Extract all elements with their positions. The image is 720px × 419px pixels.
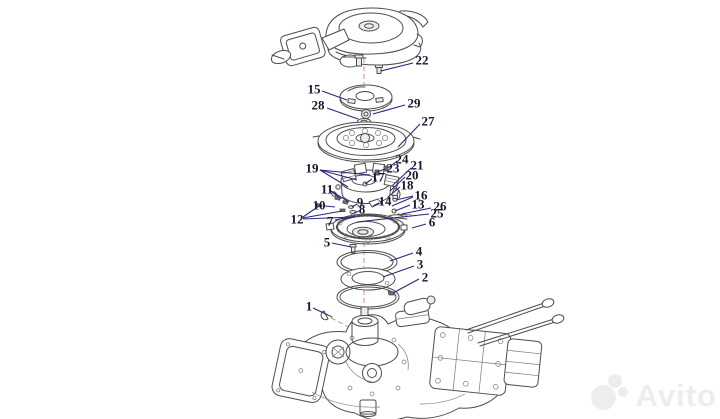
leader-line-12: [302, 216, 354, 220]
leader-line-16: [391, 196, 414, 207]
callout-label-26: 26: [434, 199, 448, 214]
callout-label-4: 4: [416, 244, 423, 259]
callout-label-25: 25: [431, 206, 445, 221]
callout-label-1: 1: [306, 299, 313, 314]
leader-line-19: [319, 169, 358, 181]
callout-label-3: 3: [417, 257, 424, 272]
callout-label-6: 6: [429, 215, 436, 230]
callout-label-12: 12: [291, 212, 304, 227]
callout-label-23: 23: [387, 161, 401, 176]
bolt-5-part: [349, 244, 357, 254]
leader-line-28: [326, 107, 359, 120]
callout-label-5: 5: [324, 235, 331, 250]
leader-line-26: [401, 207, 432, 215]
leader-line-7: [334, 215, 356, 221]
leader-line-3: [382, 265, 415, 278]
leader-line-23: [376, 168, 386, 173]
leader-line-17: [364, 178, 373, 185]
callout-label-17: 17: [372, 170, 386, 185]
leader-line-25: [356, 213, 430, 223]
leader-line-10: [324, 205, 336, 208]
leader-line-14: [372, 202, 380, 207]
starter-pulley-15: [339, 84, 393, 112]
callout-label-20: 20: [406, 168, 419, 183]
callout-label-11: 11: [321, 182, 333, 197]
nut-29-part: [361, 109, 371, 119]
leader-line-12: [302, 210, 343, 219]
callout-label-19: 19: [306, 161, 320, 176]
callout-label-14: 14: [379, 194, 393, 209]
recoil-starter-assembly: [270, 7, 429, 74]
leader-line-29: [372, 104, 406, 115]
leader-line-9: [351, 203, 358, 208]
leader-line-6: [411, 223, 427, 229]
magneto-base-plate-6: [325, 213, 408, 245]
callout-label-9: 9: [357, 195, 364, 210]
throttle-rods: [465, 298, 565, 347]
leader-line-16: [395, 195, 414, 201]
screw-22-part: [375, 64, 383, 74]
callout-label-24: 24: [396, 152, 410, 167]
powerhead-engine-block: [271, 295, 565, 419]
leader-line-13: [394, 204, 411, 212]
leader-line-20: [389, 176, 406, 192]
leader-line-4: [389, 252, 414, 262]
callout-label-29: 29: [408, 96, 422, 111]
callout-label-16: 16: [415, 188, 429, 203]
callout-label-18: 18: [401, 178, 415, 193]
callout-label-28: 28: [312, 98, 326, 113]
bolt-under-starter: [354, 54, 364, 67]
leader-line-1: [312, 307, 329, 316]
callout-label-27: 27: [422, 114, 436, 129]
callout-label-10: 10: [313, 198, 326, 213]
flywheel-27: [312, 121, 421, 163]
leader-line-27: [397, 123, 421, 148]
leader-line-19: [319, 169, 349, 188]
leader-line-22: [380, 62, 414, 72]
leader-line-24: [387, 160, 398, 169]
callout-label-13: 13: [412, 197, 426, 212]
avito-watermark: Avito: [590, 372, 717, 413]
leader-line-11: [330, 190, 350, 203]
leader-line-19: [319, 169, 371, 176]
leader-line-5: [331, 242, 352, 248]
callout-label-15: 15: [308, 82, 322, 97]
watermark-text: Avito: [635, 377, 717, 413]
callout-label-8: 8: [359, 202, 366, 217]
leader-line-2: [392, 278, 420, 294]
avito-logo-icon: [590, 372, 631, 410]
callout-label-2: 2: [422, 270, 429, 285]
leader-line-18: [387, 186, 401, 198]
leader-line-8: [353, 210, 360, 214]
leader-line-15: [321, 90, 348, 101]
callout-label-7: 7: [327, 214, 334, 229]
coil-bracket-assembly: [316, 162, 416, 225]
leader-line-21: [391, 167, 412, 187]
leader-line-12: [302, 205, 320, 218]
callout-label-21: 21: [411, 158, 424, 173]
callout-label-22: 22: [416, 53, 429, 68]
